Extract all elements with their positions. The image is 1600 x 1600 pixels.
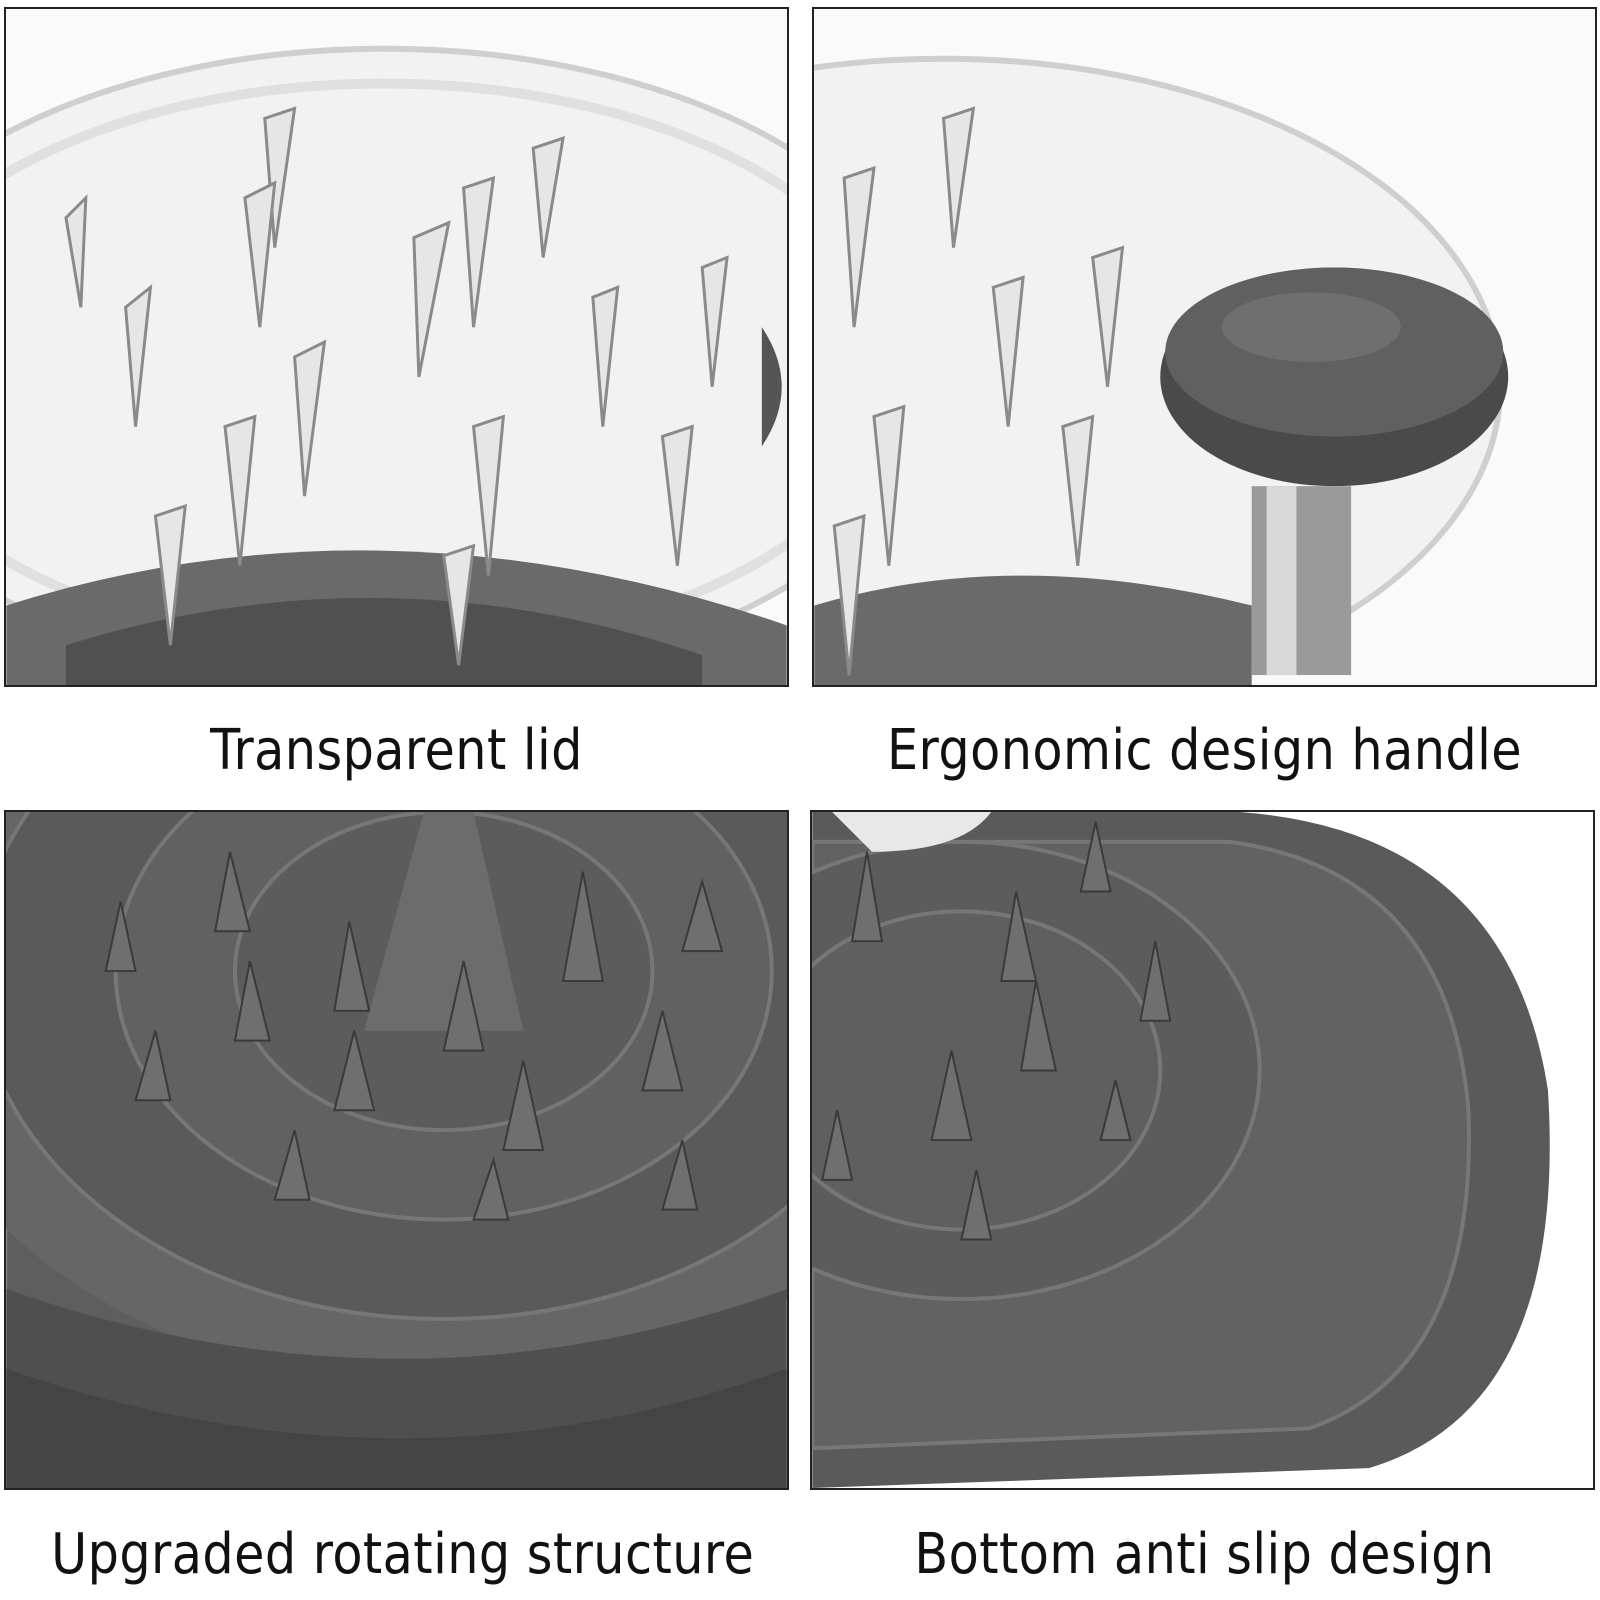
ergonomic-handle-photo xyxy=(812,7,1597,687)
knob-handle-illustration xyxy=(814,9,1595,685)
base-edge-illustration xyxy=(812,812,1593,1488)
anti-slip-caption: Bottom anti slip design xyxy=(914,1522,1495,1587)
transparent-lid-caption: Transparent lid xyxy=(210,718,583,783)
rotating-structure-photo xyxy=(4,810,789,1490)
transparent-lid-photo xyxy=(4,7,789,687)
rotating-structure-caption: Upgraded rotating structure xyxy=(51,1522,755,1587)
spiked-base-illustration xyxy=(6,812,787,1488)
anti-slip-photo xyxy=(810,810,1595,1490)
ergonomic-handle-caption: Ergonomic design handle xyxy=(886,718,1523,783)
transparent-lid-illustration xyxy=(6,9,787,685)
